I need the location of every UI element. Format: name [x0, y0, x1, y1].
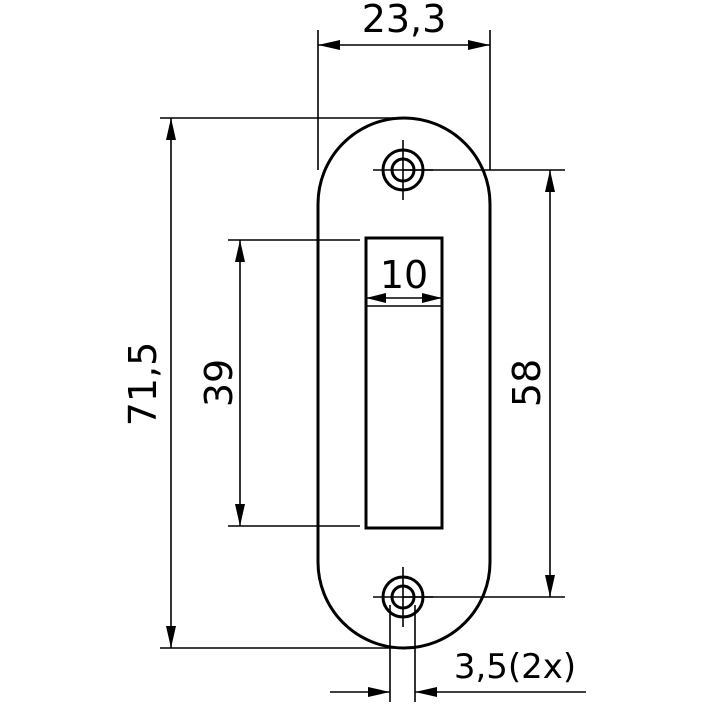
hole-diameter-dimension: 3,5(2x)	[330, 605, 586, 702]
slot-height-dimension-label: 39	[197, 359, 241, 407]
hole-diameter-dimension-label: 3,5(2x)	[454, 647, 576, 687]
hole-spacing-dimension: 58	[403, 169, 565, 598]
hole-spacing-dimension-label: 58	[505, 359, 549, 407]
width-dimension-label: 23,3	[362, 0, 447, 41]
slot-width-dimension: 10	[366, 253, 442, 307]
slot-height-dimension: 39	[197, 239, 360, 527]
slot-width-dimension-label: 10	[380, 253, 428, 297]
height-dimension-label: 71,5	[121, 342, 165, 427]
latch-slot	[364, 236, 444, 530]
plate-outline	[316, 116, 492, 650]
width-dimension: 23,3	[317, 0, 491, 170]
height-dimension: 71,5	[121, 117, 400, 649]
